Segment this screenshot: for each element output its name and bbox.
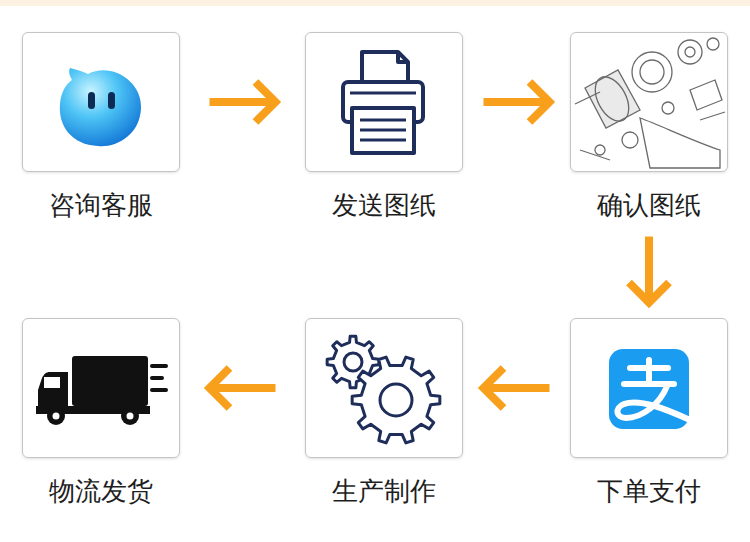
truck-icon xyxy=(36,356,166,425)
flow-arrow xyxy=(484,368,550,408)
step-label: 物流发货 xyxy=(22,475,180,507)
step-box xyxy=(570,32,728,172)
gear-hole xyxy=(380,384,412,416)
arrow-head xyxy=(484,368,504,408)
arrow-head xyxy=(629,283,669,303)
printer-icon xyxy=(343,52,423,153)
step-label: 下单支付 xyxy=(570,475,728,507)
step-node: 生产制作 xyxy=(305,318,463,507)
gears-icon xyxy=(327,336,440,443)
flow-arrow xyxy=(210,82,276,122)
step-node: 物流发货 xyxy=(22,318,180,507)
top-strip xyxy=(0,0,750,6)
step-label: 发送图纸 xyxy=(305,189,463,221)
step-box xyxy=(22,32,180,172)
step-node: 下单支付 xyxy=(570,318,728,507)
arrow-shaft xyxy=(645,237,653,299)
step-node: 发送图纸 xyxy=(305,32,463,221)
arrow-head xyxy=(256,82,276,122)
payment-logo xyxy=(609,349,690,429)
arrow-head xyxy=(210,368,230,408)
chat-bubble-icon xyxy=(60,68,141,146)
flow-arrow xyxy=(629,237,669,303)
step-node: 确认图纸 xyxy=(570,32,728,221)
step-label: 咨询客服 xyxy=(22,189,180,221)
arrow-shaft xyxy=(484,98,546,106)
arrow-head xyxy=(530,82,550,122)
arrow-shaft xyxy=(488,384,550,392)
step-node: 咨询客服 xyxy=(22,32,180,221)
arrow-shaft xyxy=(214,384,276,392)
step-box xyxy=(570,318,728,458)
gear-outline xyxy=(352,357,440,443)
arrow-shaft xyxy=(210,98,272,106)
step-label: 确认图纸 xyxy=(570,189,728,221)
step-label: 生产制作 xyxy=(305,475,463,507)
step-box xyxy=(22,318,180,458)
gear-hole xyxy=(344,353,362,371)
flow-arrow xyxy=(210,368,276,408)
step-box xyxy=(305,318,463,458)
mechanical-drawing xyxy=(575,38,725,168)
step-box xyxy=(305,32,463,172)
flow-arrow xyxy=(484,82,550,122)
